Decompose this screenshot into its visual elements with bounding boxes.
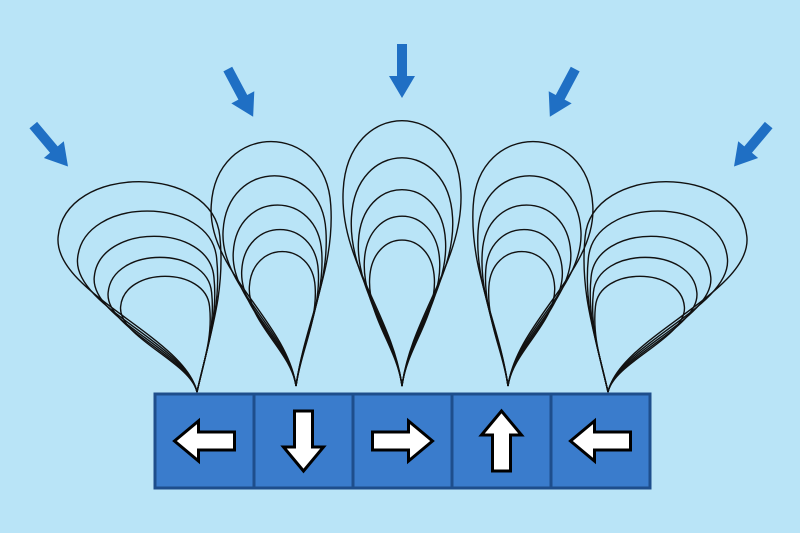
field-line <box>57 180 222 393</box>
arrow-left-icon <box>172 417 236 465</box>
field-line <box>589 235 712 393</box>
arrow-down-left-icon <box>734 121 773 167</box>
field-loop-3 <box>342 120 462 387</box>
arrow-down-icon <box>389 44 415 98</box>
field-loop-5 <box>583 180 748 393</box>
field-loop-4 <box>472 141 594 387</box>
field-line <box>594 275 686 393</box>
magnet-segment-5 <box>549 392 652 490</box>
field-loop-1 <box>57 180 222 393</box>
pointer-arrows <box>29 44 773 167</box>
magnet-segment-3 <box>351 392 454 490</box>
magnet-segment-1 <box>153 392 256 490</box>
arrow-right-icon <box>371 417 435 465</box>
field-line <box>583 180 748 393</box>
arrow-down-right-icon <box>223 66 255 117</box>
field-line <box>76 210 219 393</box>
arrow-up-icon <box>478 408 525 473</box>
magnet-array <box>153 392 652 490</box>
magnet-segment-2 <box>252 392 355 490</box>
arrow-left-icon <box>568 417 632 465</box>
arrow-down-right-icon <box>29 121 68 167</box>
arrow-down-icon <box>280 409 327 474</box>
field-line <box>342 120 462 387</box>
field-loop-2 <box>210 141 332 387</box>
field-line <box>248 251 317 387</box>
field-line <box>119 275 211 393</box>
field-line <box>487 251 556 387</box>
magnet-segment-4 <box>450 392 553 490</box>
field-line <box>93 235 216 393</box>
field-lines <box>57 120 748 393</box>
field-line <box>586 210 729 393</box>
field-line <box>368 239 436 387</box>
arrow-down-left-icon <box>548 66 580 117</box>
